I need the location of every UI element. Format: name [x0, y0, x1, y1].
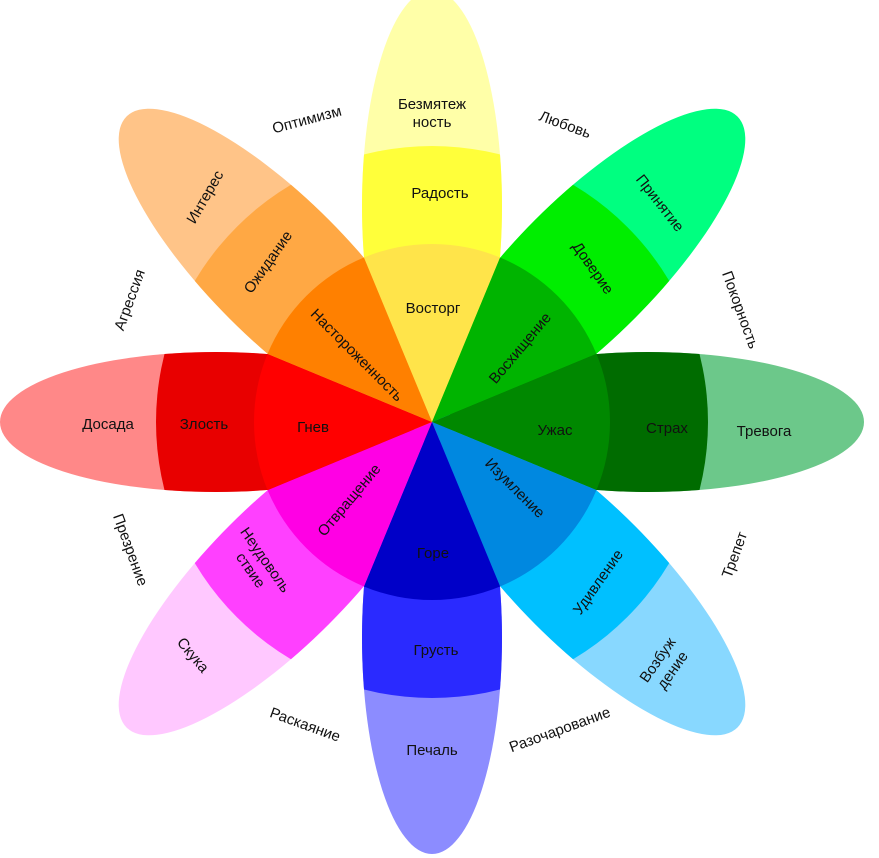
inner-ring [254, 243, 610, 600]
petal-inner-trust [432, 257, 597, 422]
label-middle-fear: Страх [646, 420, 688, 437]
label-inner-sadness: Горе [417, 545, 449, 562]
label-middle-anger: Злость [180, 416, 229, 433]
dyad-label: Презрение [109, 512, 151, 589]
dyad-label: Покорность [718, 269, 762, 351]
label-outer-sadness: Печаль [406, 742, 458, 759]
label-inner-fear: Ужас [538, 422, 573, 439]
petal-inner-fear [432, 353, 610, 491]
dyad-label: Агрессия [111, 267, 149, 333]
dyad-label: Раскаяние [267, 704, 342, 745]
dyad-label: Разочарование [507, 704, 613, 756]
petal-inner-disgust [267, 422, 432, 587]
label-outer-fear: Тревога [737, 423, 792, 440]
label-middle-joy: Радость [411, 185, 468, 202]
label-outer-anger: Досада [82, 416, 134, 433]
dyad-label: Любовь [537, 108, 594, 142]
dyad-label: Оптимизм [271, 103, 344, 138]
petal-inner-sadness [363, 422, 501, 600]
label-inner-anger: Гнев [297, 419, 329, 436]
dyad-label: Трепет [719, 529, 751, 580]
petal-inner-anger [254, 353, 432, 491]
petal-inner-surprise [432, 422, 597, 587]
label-middle-sadness: Грусть [414, 642, 459, 659]
label-inner-joy: Восторг [406, 300, 461, 317]
petal-inner-joy [363, 243, 501, 422]
petal-inner-anticipation [267, 257, 432, 422]
